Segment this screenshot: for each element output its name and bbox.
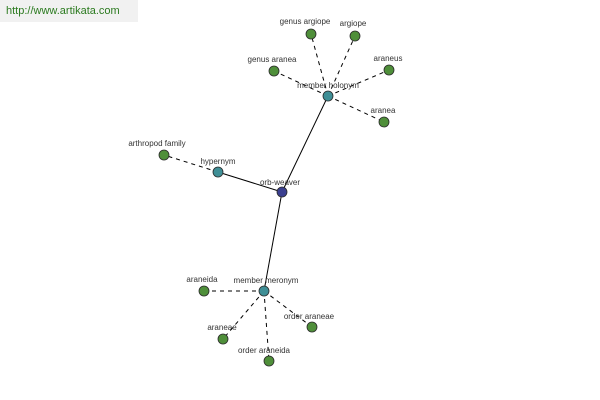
labels: orb-weaver member holonym hypernym membe… [128, 17, 402, 355]
site-watermark[interactable]: http://www.artikata.com [0, 0, 138, 22]
node-aranea[interactable] [378, 116, 390, 128]
label-araneae: araneae [207, 323, 237, 332]
edge-center-member-meronym [263, 191, 283, 292]
node-araneus[interactable] [383, 64, 395, 76]
edge-center-member-holonym [281, 95, 329, 193]
node-order-araneae[interactable] [306, 321, 318, 333]
edge-meronym-order-araneae [263, 290, 313, 328]
node-arthropod-family[interactable] [158, 149, 170, 161]
label-araneus: araneus [374, 54, 403, 63]
label-member-meronym: member meronym [234, 276, 299, 285]
edge-meronym-order-araneida [263, 290, 270, 362]
label-orb-weaver: orb-weaver [260, 178, 300, 187]
edge-meronym-araneae [222, 290, 265, 340]
label-arthropod-family: arthropod family [128, 139, 185, 148]
label-genus-argiope: genus argiope [280, 17, 331, 26]
label-argiope: argiope [340, 19, 367, 28]
node-araneida[interactable] [198, 285, 210, 297]
node-genus-argiope[interactable] [305, 28, 317, 40]
edge-center-hypernym [217, 171, 283, 193]
edge-holonym-argiope [327, 35, 356, 97]
node-order-araneida[interactable] [263, 355, 275, 367]
node-argiope[interactable] [349, 30, 361, 42]
edges [163, 33, 390, 362]
label-genus-aranea: genus aranea [248, 55, 297, 64]
label-member-holonym: member holonym [297, 81, 359, 90]
node-member-holonym[interactable] [322, 90, 334, 102]
node-genus-aranea[interactable] [268, 65, 280, 77]
label-order-araneida: order araneida [238, 346, 291, 355]
node-orb-weaver[interactable] [276, 186, 288, 198]
nodes [158, 28, 395, 367]
label-hypernym: hypernym [200, 157, 235, 166]
edge-holonym-genus-argiope [310, 33, 329, 97]
label-araneida: araneida [186, 275, 218, 284]
label-order-araneae: order araneae [284, 312, 335, 321]
edge-holonym-araneus [327, 69, 390, 97]
node-member-meronym[interactable] [258, 285, 270, 297]
edge-holonym-aranea [327, 95, 385, 123]
node-araneae[interactable] [217, 333, 229, 345]
edge-hypernym-arthropod-family [163, 154, 219, 173]
label-aranea: aranea [371, 106, 396, 115]
node-hypernym[interactable] [212, 166, 224, 178]
edge-holonym-genus-aranea [273, 70, 329, 97]
